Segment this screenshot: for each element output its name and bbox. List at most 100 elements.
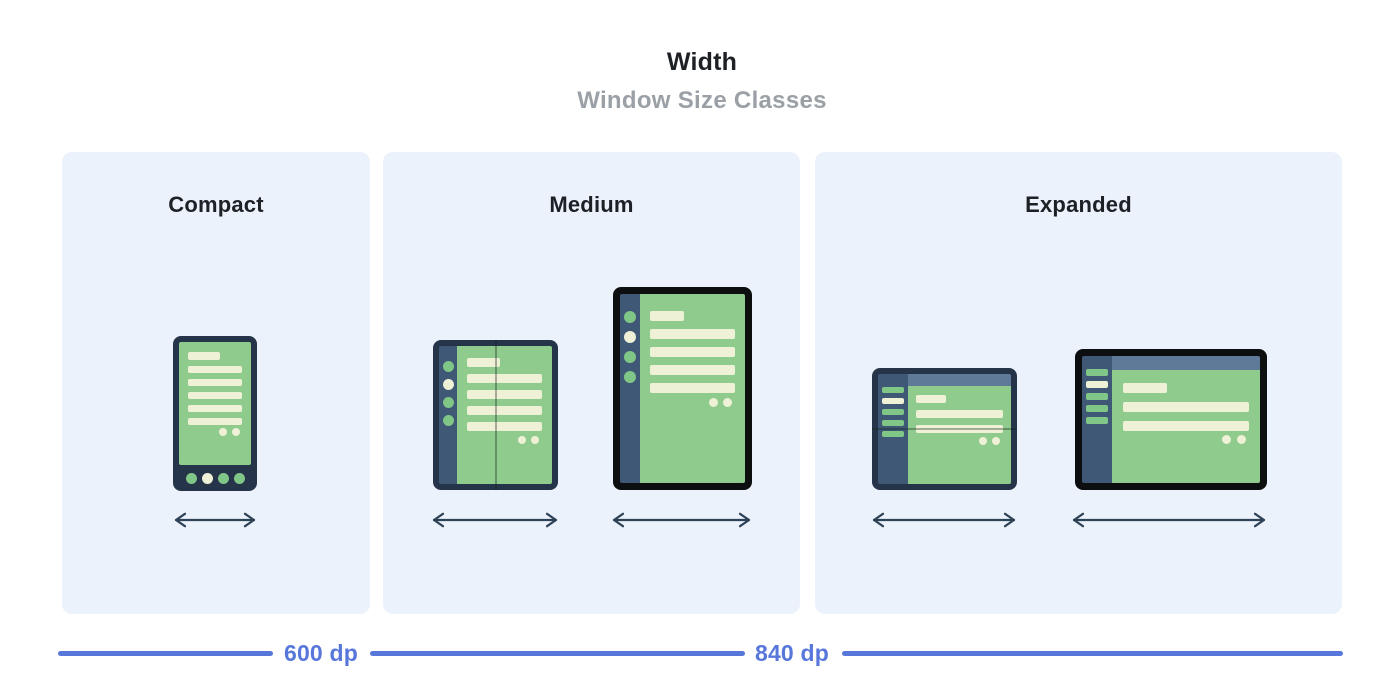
action-dots (188, 428, 242, 436)
foldable-landscape-illustration (872, 368, 1017, 490)
figure-title: Width (666, 48, 738, 76)
content-line (467, 374, 542, 383)
screen-content (457, 346, 552, 484)
menu-line (882, 409, 904, 415)
breakpoint-label-840dp: 840 dp (754, 640, 830, 666)
menu-line (1086, 381, 1108, 388)
action-dot (518, 436, 526, 444)
content-line (467, 422, 542, 431)
menu-line (882, 431, 904, 437)
phone-illustration (173, 336, 257, 491)
action-dot (709, 398, 718, 407)
content-line (650, 365, 735, 375)
breakpoint-label-600dp: 600 dp (283, 640, 359, 666)
width-arrow-icon (1072, 512, 1266, 528)
width-arrow-icon (174, 512, 256, 528)
action-dots (1123, 435, 1249, 444)
screen-content (640, 294, 745, 483)
nav-rail (620, 294, 640, 483)
content-line (1123, 421, 1249, 431)
tablet-landscape-illustration (1075, 349, 1267, 490)
content-title-line (188, 352, 220, 360)
rail-dot (442, 361, 454, 372)
figure-subtitle: Window Size Classes (577, 87, 827, 114)
panel-medium: Medium (383, 152, 800, 614)
axis-line-segment (370, 650, 745, 656)
sidebar-menu (1082, 356, 1112, 483)
content-title-line (916, 395, 946, 403)
content-line (650, 383, 735, 393)
menu-line (1086, 369, 1108, 376)
content-line (188, 379, 242, 386)
action-dot (531, 436, 539, 444)
content-line (650, 347, 735, 357)
screen-main (1112, 356, 1260, 483)
width-arrow-icon (872, 512, 1016, 528)
content-title-line (467, 358, 500, 367)
fold-line (872, 428, 1017, 430)
content-title-line (650, 311, 684, 321)
content-line (188, 405, 242, 412)
rail-dot (624, 331, 636, 343)
action-dot (1222, 435, 1231, 444)
menu-line (882, 420, 904, 426)
menu-line (882, 387, 904, 393)
screen-main (908, 374, 1011, 484)
action-dot (723, 398, 732, 407)
rail-dot (624, 371, 636, 383)
action-dots (916, 437, 1003, 445)
menu-line (1086, 405, 1108, 412)
phone-screen (179, 342, 251, 465)
content-line (650, 329, 735, 339)
panel-expanded: Expanded (815, 152, 1342, 614)
dp-breakpoint-axis: 600 dp 840 dp (58, 640, 1343, 666)
panel-expanded-label: Expanded (1025, 192, 1132, 217)
menu-line (1086, 393, 1108, 400)
app-header-bar (1112, 356, 1260, 370)
menu-line (1086, 417, 1108, 424)
rail-dot (442, 415, 454, 426)
content-line (1123, 402, 1249, 412)
nav-dot (185, 472, 197, 484)
content-line (916, 410, 1003, 418)
rail-dot (442, 397, 454, 408)
content-line (188, 418, 242, 425)
panel-medium-label: Medium (549, 192, 634, 217)
axis-line-segment (842, 650, 1343, 656)
rail-dot (442, 379, 454, 390)
sidebar-menu (878, 374, 908, 484)
width-arrow-icon (612, 512, 751, 528)
content-line (467, 390, 542, 399)
menu-line (882, 398, 904, 404)
nav-rail (439, 346, 457, 484)
action-dot (232, 428, 240, 436)
fold-line (494, 340, 497, 490)
panel-compact: Compact (62, 152, 370, 614)
axis-line-segment (58, 650, 273, 656)
app-header-bar (908, 374, 1011, 386)
content-line (188, 366, 242, 373)
nav-dot (217, 472, 229, 484)
content-line (916, 425, 1003, 433)
screen-content (1112, 370, 1260, 483)
action-dot (219, 428, 227, 436)
width-arrow-icon (432, 512, 558, 528)
content-title-line (1123, 383, 1167, 393)
figure-header: Width Window Size Classes (62, 48, 1342, 115)
panel-compact-label: Compact (168, 192, 264, 217)
phone-navbar (173, 465, 257, 491)
content-line (188, 392, 242, 399)
rail-dot (624, 351, 636, 363)
action-dots (650, 398, 735, 407)
nav-dot (201, 472, 213, 484)
action-dot (992, 437, 1000, 445)
foldable-portrait-illustration (433, 340, 558, 490)
nav-dot (233, 472, 245, 484)
tablet-portrait-illustration (613, 287, 752, 490)
content-line (467, 406, 542, 415)
action-dot (1237, 435, 1246, 444)
rail-dot (624, 311, 636, 323)
screen-content (908, 386, 1011, 484)
action-dot (979, 437, 987, 445)
